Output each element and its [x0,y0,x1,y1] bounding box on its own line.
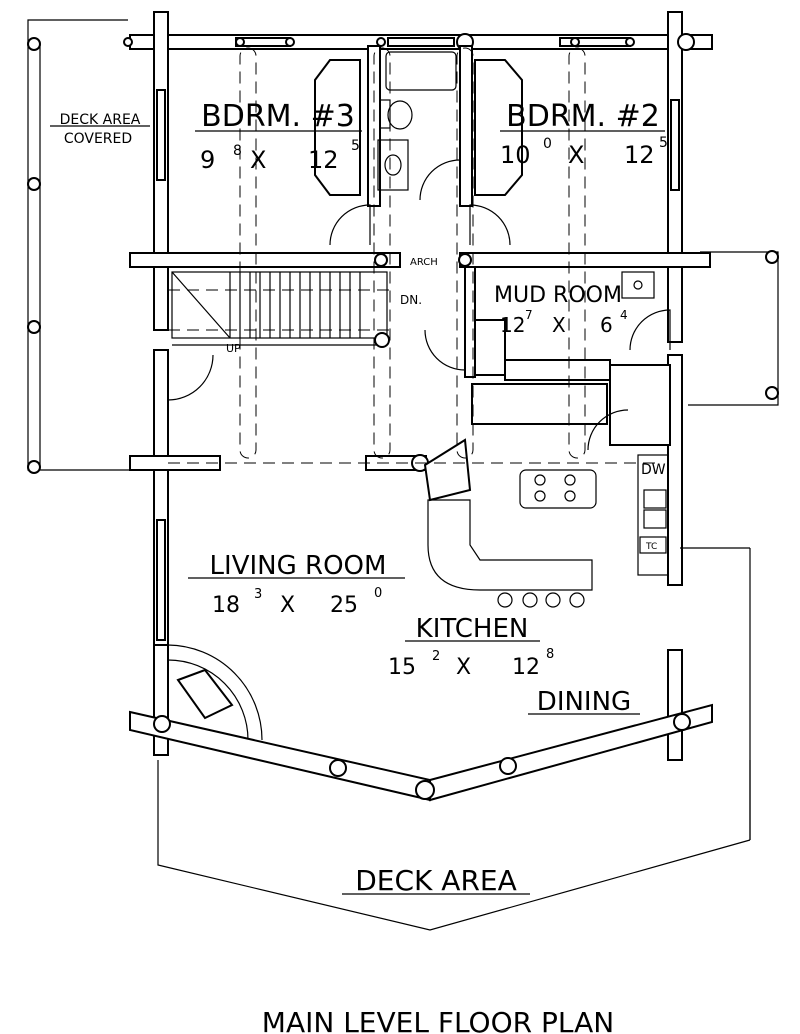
living-room-x: X [280,593,295,618]
arch-label: ARCH [410,257,438,268]
living-room-depth-sup: 0 [374,586,382,601]
bdrm3-x: X [250,146,266,174]
living-room-width-sup: 3 [254,587,262,602]
down-label: DN. [400,293,422,307]
kitchen-depth-sup: 8 [546,647,554,662]
up-label: UP [226,342,241,355]
living-room-depth: 25 [330,593,358,618]
mud-room-name: MUD ROOM [494,283,622,308]
bdrm3-width: 9 [200,146,215,174]
dining-name: DINING [537,687,631,717]
mud-room-width: 12 [500,313,525,337]
bdrm2-width-sup: 0 [543,136,552,152]
mud-room-depth: 6 [600,313,613,337]
bdrm3-name: BDRM. #3 [201,99,355,134]
bdrm2-x: X [568,141,584,169]
bdrm3-depth-sup: 5 [351,138,360,154]
kitchen-width-sup: 2 [432,649,440,664]
kitchen-name: KITCHEN [416,614,529,644]
beam-lines [168,47,655,464]
deck-covered-label-2: COVERED [64,131,132,147]
bdrm2-width: 10 [500,141,531,169]
fireplace [167,644,263,741]
bdrm3-depth: 12 [308,146,339,174]
bdrm2-name: BDRM. #2 [506,99,660,134]
mud-room-width-sup: 7 [525,308,533,322]
bdrm3-width-sup: 8 [233,143,242,159]
labels: DECK AREA COVERED BDRM. #3 9 8 X 12 5 BD… [50,99,668,1034]
kitchen-width: 15 [388,655,416,680]
living-room-width: 18 [212,593,240,618]
entry-deck [688,250,779,406]
main-deck [157,760,751,931]
kitchen-x: X [456,655,471,680]
deck-covered-label-1: DECK AREA [60,112,141,128]
stairs [171,271,390,348]
mud-room-x: X [552,313,566,337]
bdrm2-depth-sup: 5 [659,135,668,151]
dw-label: DW [641,462,666,478]
front-wall [129,703,713,802]
kitchen-depth: 12 [512,655,540,680]
plan-title: MAIN LEVEL FLOOR PLAN [262,1006,614,1034]
bdrm2-depth: 12 [624,141,655,169]
deck-area-label: DECK AREA [355,864,517,897]
mud-room-depth-sup: 4 [620,308,628,322]
covered-deck [27,19,130,474]
tc-label: TC [645,542,657,552]
living-room-name: LIVING ROOM [210,551,387,581]
interior-walls [129,45,711,502]
